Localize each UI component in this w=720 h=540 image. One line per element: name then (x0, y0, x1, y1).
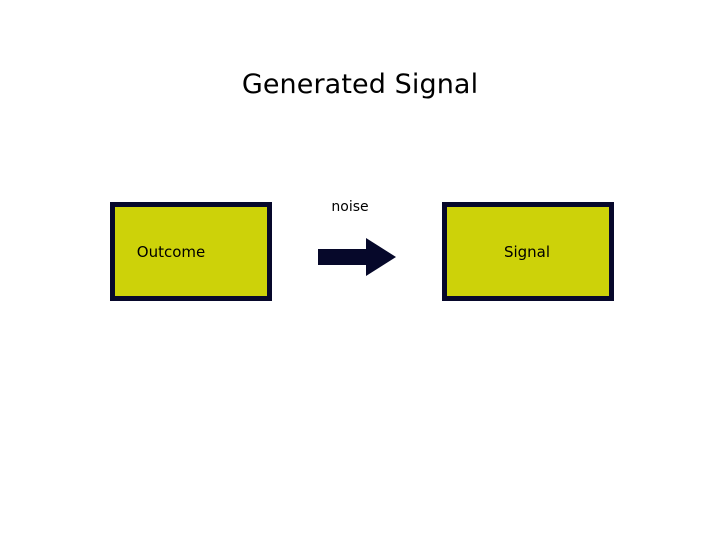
diagram-node-outcome-label: Outcome (136, 242, 206, 261)
page-title: Generated Signal (241, 69, 479, 100)
diagram-node-signal[interactable]: Signal (442, 202, 614, 301)
right-arrow-icon (318, 238, 396, 276)
diagram-edge-label-noise: noise (331, 199, 369, 215)
diagram-node-signal-label: Signal (503, 242, 551, 261)
diagram-edge-outcome-to-signal[interactable]: noise (300, 198, 400, 278)
diagram-node-outcome[interactable]: Outcome (110, 202, 272, 301)
